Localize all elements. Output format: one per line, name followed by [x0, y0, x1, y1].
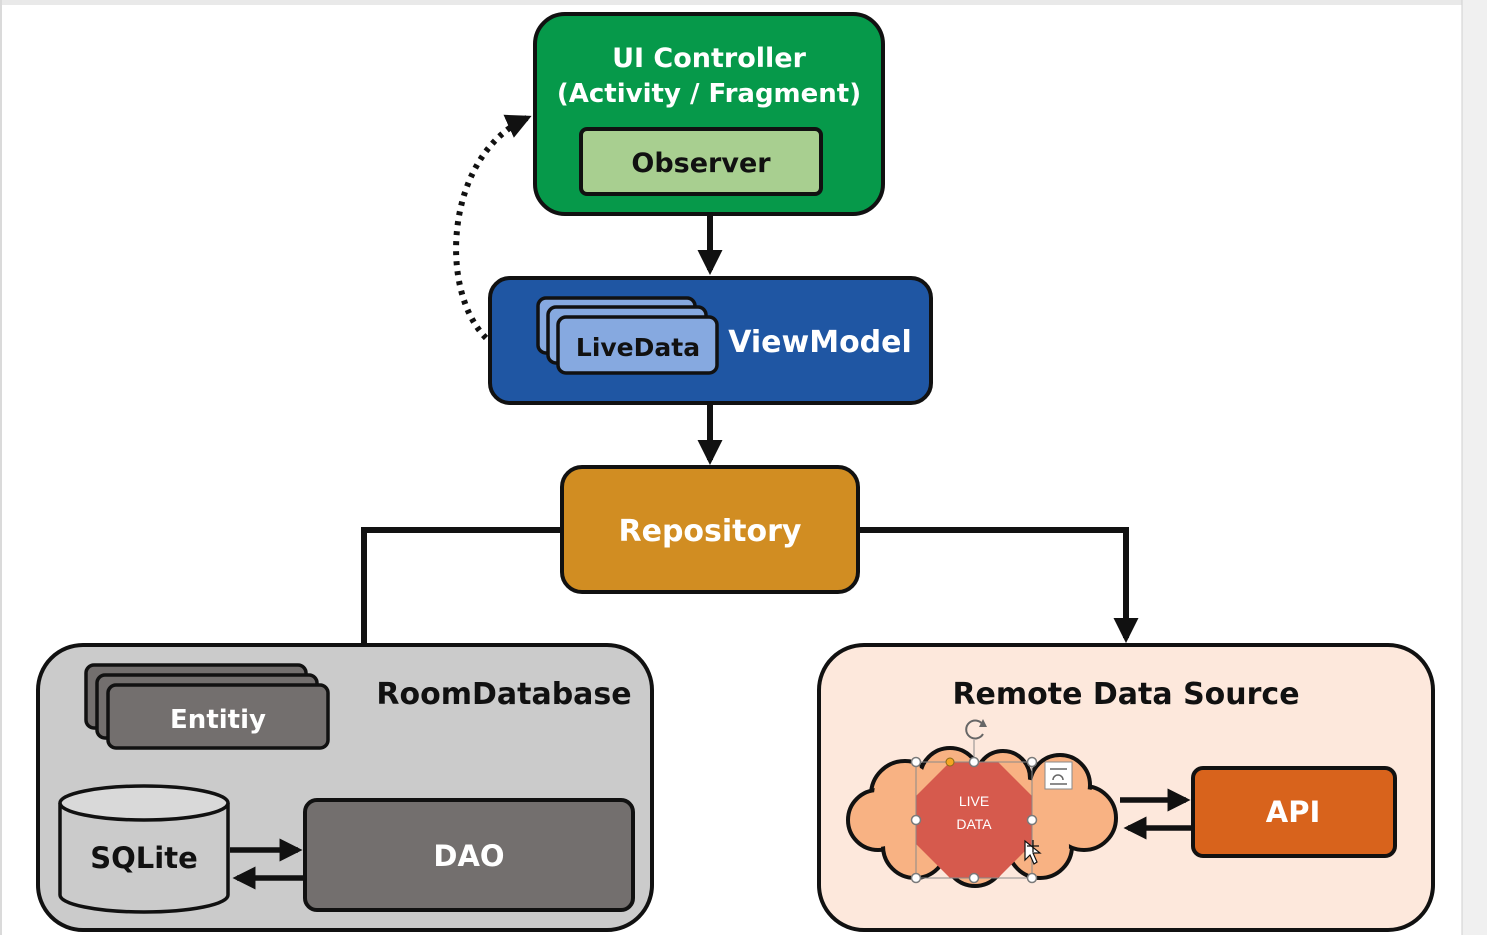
resize-handle-right[interactable]	[1026, 814, 1038, 826]
resize-handle-left[interactable]	[910, 814, 922, 826]
api-box	[1191, 766, 1397, 858]
live-data-label-line2: DATA	[956, 816, 992, 832]
dao-label: DAO	[433, 839, 504, 873]
shape-adjust-handle[interactable]	[945, 757, 955, 767]
resize-handle-bottom-left[interactable]	[910, 872, 922, 884]
rotate-handle-icon[interactable]	[965, 719, 987, 740]
sqlite-cylinder-top	[58, 784, 230, 822]
livedata-label: LiveData	[576, 333, 700, 362]
api-label: API	[1266, 795, 1321, 829]
livedata-stack-front	[556, 315, 719, 375]
repository-background	[560, 465, 860, 594]
resize-handle-top[interactable]	[968, 756, 980, 768]
layout-options-icon[interactable]	[1044, 761, 1073, 790]
ui-controller-subtitle: (Activity / Fragment)	[557, 79, 861, 109]
resize-handle-bottom[interactable]	[968, 872, 980, 884]
scrollbar-track[interactable]	[1462, 0, 1487, 935]
room-database-title: RoomDatabase	[376, 677, 631, 712]
resize-handle-top-left[interactable]	[910, 756, 922, 768]
observer-box	[579, 127, 823, 196]
sqlite-label: SQLite	[90, 841, 198, 875]
live-data-octagon[interactable]	[916, 762, 1032, 878]
ui-controller-title: UI Controller	[612, 43, 807, 74]
remote-data-source-title: Remote Data Source	[952, 677, 1299, 712]
top-edge	[0, 0, 1487, 5]
room-database-box: RoomDatabase Entitiy SQLite DAO	[36, 643, 654, 932]
ui-controller-box: UI Controller (Activity / Fragment) Obse…	[533, 12, 885, 216]
resize-handle-bottom-right[interactable]	[1026, 872, 1038, 884]
move-cursor-icon	[1024, 839, 1042, 865]
resize-handle-top-right[interactable]	[1026, 756, 1038, 768]
observe-dotted-arrow	[453, 114, 532, 341]
viewmodel-box: LiveData ViewModel	[488, 276, 933, 405]
repository-box: Repository	[560, 465, 860, 594]
live-data-label-line1: LIVE	[959, 793, 989, 809]
viewmodel-title: ViewModel	[728, 325, 912, 360]
entity-stack-front	[106, 683, 330, 750]
shape-selection-frame[interactable]	[910, 719, 1073, 884]
dao-box	[303, 798, 635, 912]
entity-label: Entitiy	[170, 705, 266, 735]
left-edge	[0, 0, 2, 935]
repository-title: Repository	[619, 514, 802, 549]
sqlite-cylinder-body	[58, 803, 230, 914]
observer-label: Observer	[631, 148, 771, 179]
remote-data-source-box: Remote Data Source	[817, 643, 1435, 932]
arrow-repository-to-remote	[858, 527, 1139, 644]
